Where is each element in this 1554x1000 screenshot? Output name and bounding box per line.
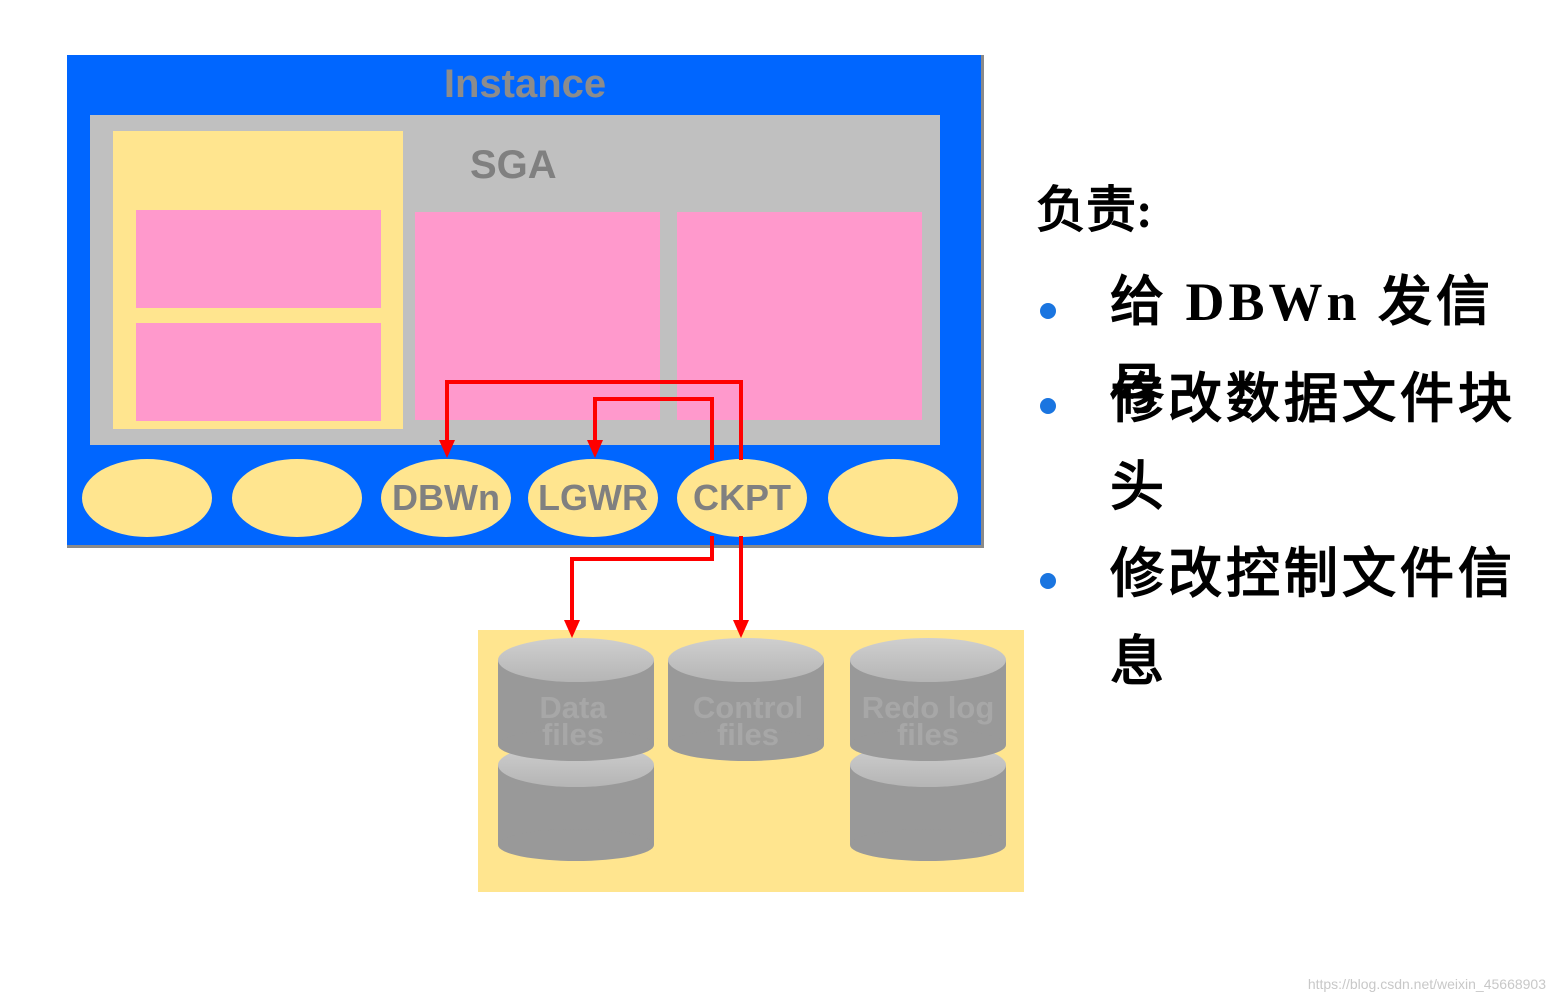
responsibility-item: 修改控制文件信息 (1110, 544, 1516, 692)
control-files-label-line1: Control (693, 690, 803, 725)
data-files-cylinder-top (498, 638, 654, 761)
arrowhead-control-files (733, 620, 749, 638)
arrowhead-lgwr (587, 440, 603, 458)
instance-title: Instance (443, 62, 607, 106)
process-dbwn: DBWn (381, 459, 511, 537)
control-files-cylinder (668, 638, 824, 761)
process-ckpt: CKPT (677, 459, 807, 537)
dictionary-cache-box (136, 323, 381, 421)
ckpt-arrows (445, 380, 743, 622)
data-files-label-line2: files (542, 717, 604, 752)
process-lgwr: LGWR (528, 459, 658, 537)
bullet-icon (1040, 303, 1056, 319)
process-oval-6 (828, 459, 958, 537)
arrow-ckpt-to-lgwr (593, 397, 714, 460)
redo-files-label-line2: files (897, 717, 959, 752)
bullet-icon (1040, 573, 1056, 589)
arrowhead-data-files (564, 620, 580, 638)
redo-files-cylinder-top (850, 638, 1006, 761)
redo-log-buffer-box (677, 212, 922, 420)
arrow-ckpt-to-dbwn (445, 380, 743, 460)
responsibility-item: 给 DBWn 发信号 (1110, 272, 1495, 420)
arrowhead-dbwn (439, 440, 455, 458)
responsibilities-title: 负责: (1036, 182, 1153, 238)
arrow-ckpt-to-data-files (570, 536, 714, 622)
sga-label: SGA (470, 143, 557, 187)
process-oval-2 (232, 459, 362, 537)
process-oval-1 (82, 459, 212, 537)
responsibility-item: 修改数据文件块头 (1110, 369, 1516, 517)
db-buffer-cache-box (415, 212, 660, 420)
redo-files-label-line1: Redo log (862, 690, 995, 725)
bullet-icon (1040, 398, 1056, 414)
watermark: https://blog.csdn.net/weixin_45668903 (1307, 976, 1546, 992)
data-files-label-line1: Data (539, 690, 607, 725)
control-files-label-line2: files (717, 717, 779, 752)
library-cache-box (136, 210, 381, 308)
